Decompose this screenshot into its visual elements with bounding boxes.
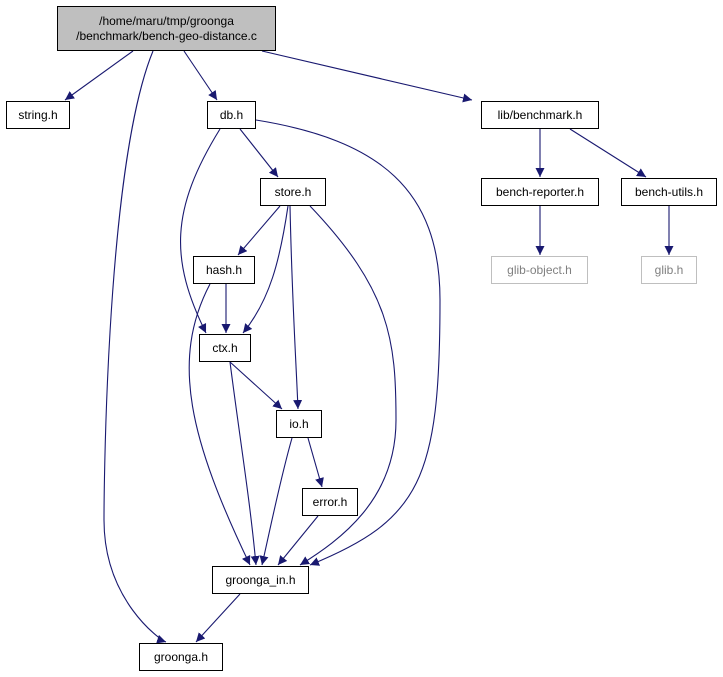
node-label: store.h [274,184,312,199]
node-groonga-in-h[interactable]: groonga_in.h [212,566,309,594]
node-glib-h[interactable]: glib.h [641,256,697,284]
node-label: glib.h [654,262,684,277]
edge-root-to-db-h [183,50,218,101]
node-bench-utils-h[interactable]: bench-utils.h [621,178,717,206]
node-label: bench-utils.h [634,184,704,199]
node-label: hash.h [205,262,243,277]
node-bench-reporter-h[interactable]: bench-reporter.h [481,178,599,206]
root-file-path-line1: /home/maru/tmp/groonga [99,13,234,28]
root-file-node[interactable]: /home/maru/tmp/groonga /benchmark/bench-… [57,6,276,51]
edge-lib-benchmark-h-to-bench-utils-h [569,128,647,178]
edge-db-h-to-store-h [239,128,279,178]
edge-root-to-string-h [64,50,134,101]
edge-store-h-to-ctx-h [242,205,289,334]
node-groonga-h[interactable]: groonga.h [139,643,223,671]
node-label: lib/benchmark.h [497,107,583,122]
node-label: string.h [18,107,58,122]
root-file-path-line2: /benchmark/bench-geo-distance.c [76,28,257,43]
node-label: error.h [312,494,348,509]
node-hash-h[interactable]: hash.h [193,256,255,284]
edge-store-h-to-io-h [289,205,303,410]
edge-ctx-h-to-io-h [229,361,283,410]
node-label: groonga_in.h [225,572,296,587]
edge-ctx-h-to-groonga-in-h [229,361,260,566]
edge-root-to-lib-benchmark-h [261,50,473,103]
node-label: db.h [219,107,244,122]
edge-db-h-to-groonga-in-h [255,119,441,566]
edge-io-h-to-groonga-in-h [259,437,293,566]
node-label: glib-object.h [507,262,572,277]
edge-db-h-to-ctx-h [180,128,221,334]
node-store-h[interactable]: store.h [260,178,326,206]
node-string-h[interactable]: string.h [6,101,70,129]
edge-groonga-in-h-to-groonga-h [195,593,241,643]
node-error-h[interactable]: error.h [302,488,358,516]
node-label: groonga.h [153,649,209,664]
node-db-h[interactable]: db.h [207,101,256,129]
node-label: io.h [289,416,309,431]
edge-root-to-groonga-h [103,50,167,644]
edge-io-h-to-error-h [307,437,324,488]
node-io-h[interactable]: io.h [276,410,322,438]
edge-store-h-to-hash-h [237,205,281,256]
edge-error-h-to-groonga-in-h [277,515,319,566]
node-lib-benchmark-h[interactable]: lib/benchmark.h [481,101,599,129]
node-glib-object-h[interactable]: glib-object.h [491,256,588,284]
edge-hash-h-to-groonga-in-h [188,283,251,566]
node-label: bench-reporter.h [495,184,585,199]
edge-store-h-to-groonga-in-h [299,205,397,566]
node-label: ctx.h [212,340,238,355]
node-ctx-h[interactable]: ctx.h [199,334,251,362]
